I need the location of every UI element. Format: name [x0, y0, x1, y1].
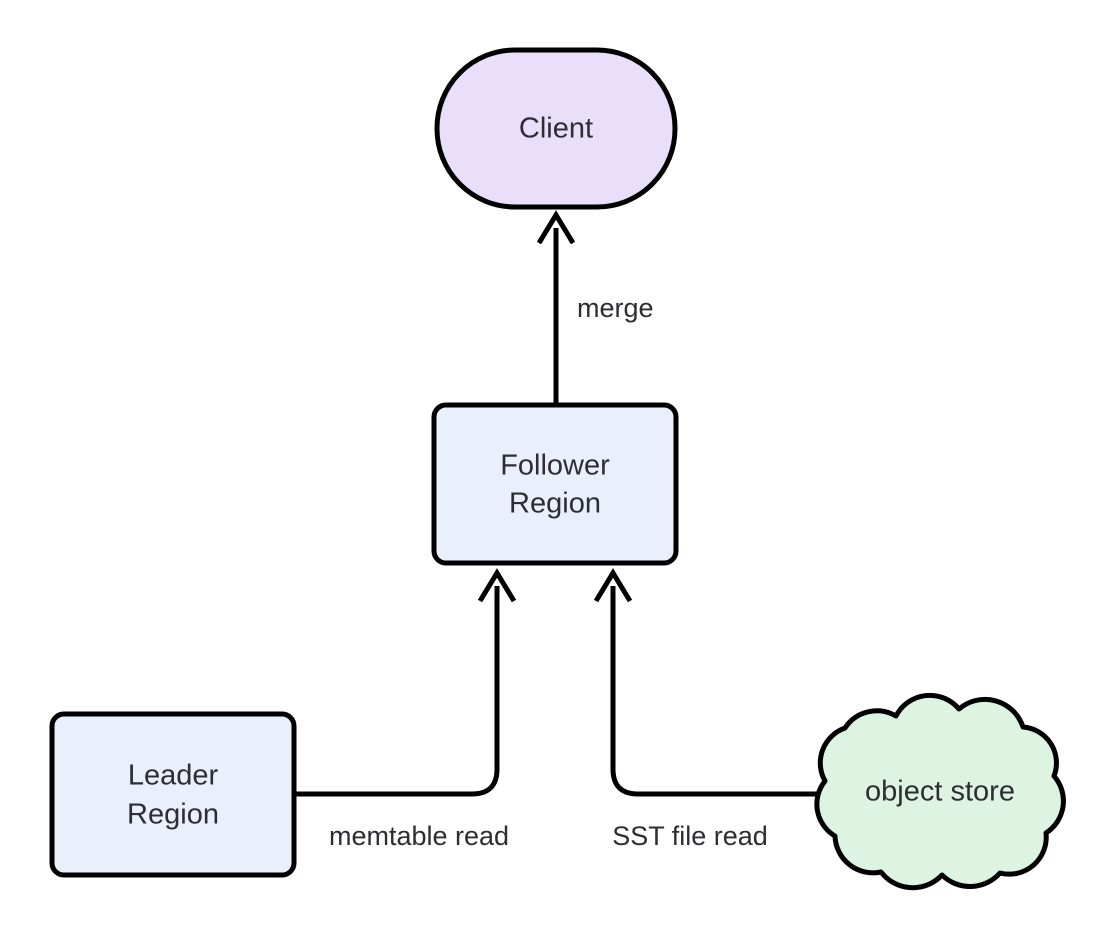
- client-stadium-shape[interactable]: [434, 47, 678, 210]
- edge-memtable-read-arrowhead: [477, 568, 517, 603]
- follower-region-label-line2: Region: [509, 488, 601, 520]
- edge-label-merge: merge: [577, 293, 654, 323]
- client-label: Client: [519, 113, 593, 145]
- edge-label-memtable-read: memtable read: [329, 821, 509, 851]
- edge-label-sst-file-read: SST file read: [612, 821, 768, 851]
- edge-merge-arrowhead: [536, 210, 576, 245]
- edge-sst-file-read-arrowhead: [593, 568, 633, 603]
- follower-region-label-line1: Follower: [500, 450, 610, 482]
- edge-sst-file-read: SST file read: [593, 568, 820, 851]
- object-store-label: object store: [865, 776, 1015, 808]
- edge-memtable-read-line: [294, 586, 500, 797]
- node-leader-region[interactable]: Leader Region: [49, 711, 297, 878]
- edge-sst-file-read-line: [610, 586, 820, 797]
- node-object-store[interactable]: object store: [814, 692, 1066, 891]
- object-store-cloud-shape[interactable]: [814, 692, 1066, 891]
- edge-memtable-read: memtable read: [294, 568, 517, 851]
- leader-region-box-shape[interactable]: [49, 711, 297, 878]
- edge-merge: merge: [536, 210, 654, 405]
- follower-region-box-shape[interactable]: [431, 402, 679, 566]
- node-follower-region[interactable]: Follower Region: [431, 402, 679, 566]
- leader-region-label-line1: Leader: [128, 760, 219, 792]
- node-client[interactable]: Client: [434, 47, 678, 210]
- leader-region-label-line2: Region: [127, 799, 219, 831]
